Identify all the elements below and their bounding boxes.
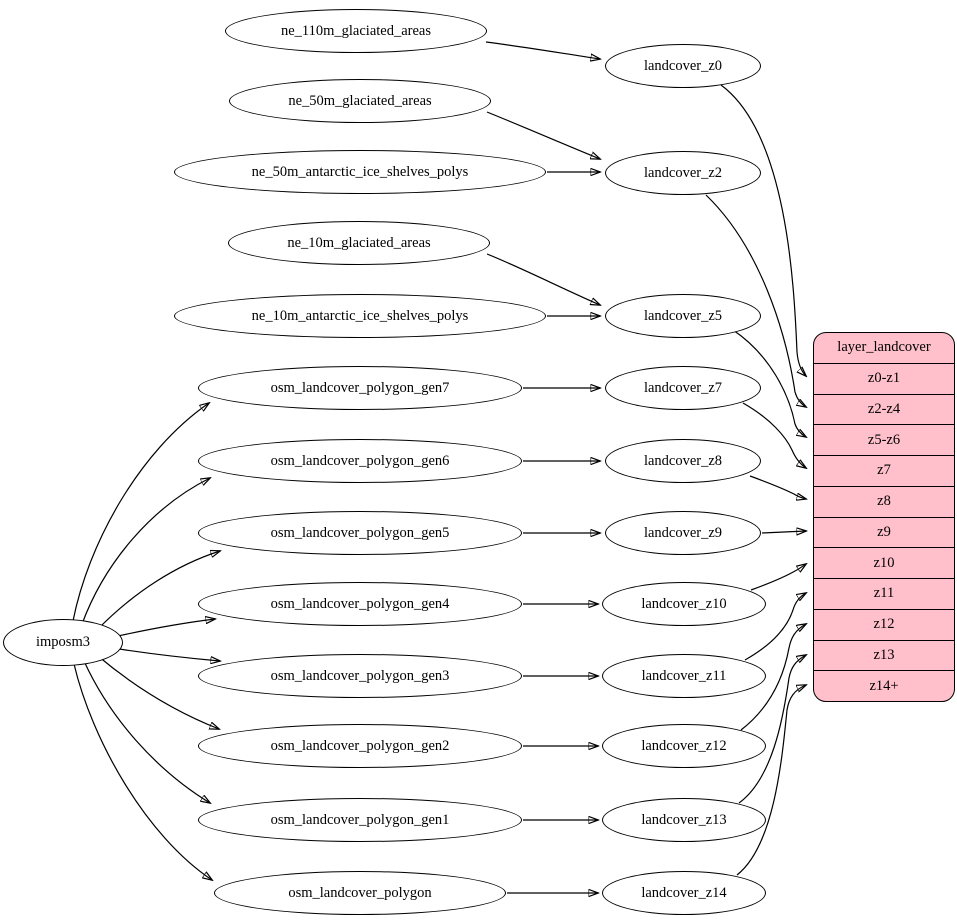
edge-imposm3-osm-landcover-polygon-gen7 [72,403,209,622]
layer-landcover-table: layer_landcover z0-z1 z2-z4 z5-z6 z7 z8 … [813,332,955,702]
edge-landcover-z5-row-z5-z6 [732,329,806,437]
edge-imposm3-osm-landcover-polygon-gen2 [97,655,219,729]
layer-table-row-z9: z9 [814,516,954,548]
node-landcover-z9: landcover_z9 [605,511,761,555]
layer-table-row-z7: z7 [814,455,954,486]
edge-landcover-z0-row-z0-z1 [720,84,806,376]
node-osm-landcover-polygon-gen7: osm_landcover_polygon_gen7 [198,366,522,410]
layer-table-row-z2-z4: z2-z4 [814,393,954,425]
edge-landcover-z9-row-z9 [761,531,806,533]
layer-table-header: layer_landcover [837,339,931,356]
node-landcover-z11: landcover_z11 [602,654,766,698]
node-landcover-z12: landcover_z12 [602,724,766,768]
edge-ne-10m-glaciated-areas-landcover-z5 [486,253,600,305]
edge-imposm3-osm-landcover-polygon-gen3 [118,648,220,661]
edge-imposm3-osm-landcover-polygon [73,663,212,880]
edge-landcover-z7-row-z7 [742,402,806,468]
node-osm-landcover-polygon-gen5: osm_landcover_polygon_gen5 [198,511,522,555]
layer-table-row-z14plus: z14+ [814,670,954,701]
node-osm-landcover-polygon-gen4: osm_landcover_polygon_gen4 [198,582,522,626]
edge-landcover-z8-row-z8 [749,475,806,499]
layer-table-row-z12: z12 [814,608,954,640]
edge-landcover-z14-row-z14plus [736,685,806,876]
node-landcover-z5: landcover_z5 [605,294,761,338]
layer-table-row-z13: z13 [814,639,954,671]
node-ne-110m-glaciated-areas: ne_110m_glaciated_areas [225,9,487,53]
edge-landcover-z12-row-z12 [740,624,806,731]
node-osm-landcover-polygon-gen3: osm_landcover_polygon_gen3 [198,654,522,698]
node-ne-10m-antarctic-ice-shelves-polys: ne_10m_antarctic_ice_shelves_polys [174,294,546,338]
edge-ne-110m-glaciated-areas-landcover-z0 [485,41,600,59]
node-ne-10m-glaciated-areas: ne_10m_glaciated_areas [228,221,490,265]
node-landcover-z10: landcover_z10 [602,582,766,626]
layer-table-row-z8: z8 [814,485,954,517]
edge-imposm3-osm-landcover-polygon-gen6 [81,478,210,625]
layer-table-row-z11: z11 [814,578,954,609]
node-osm-landcover-polygon-gen2: osm_landcover_polygon_gen2 [198,724,522,768]
edge-landcover-z13-row-z13 [738,655,806,804]
edge-imposm3-osm-landcover-polygon-gen5 [96,551,220,631]
edge-landcover-z2-row-z2-z4 [705,194,806,407]
node-landcover-z8: landcover_z8 [605,439,761,483]
node-landcover-z0: landcover_z0 [605,44,761,88]
layer-table-row-z10: z10 [814,547,954,578]
edge-landcover-z10-row-z10 [750,564,806,591]
layer-table-row-z0-z1: z0-z1 [814,362,954,394]
edge-imposm3-osm-landcover-polygon-gen4 [117,619,215,637]
edge-ne-50m-glaciated-areas-landcover-z2 [486,111,600,159]
node-landcover-z13: landcover_z13 [602,798,766,842]
node-ne-50m-glaciated-areas: ne_50m_glaciated_areas [229,79,491,123]
node-osm-landcover-polygon-gen1: osm_landcover_polygon_gen1 [198,798,522,842]
edge-imposm3-osm-landcover-polygon-gen1 [83,660,210,803]
node-landcover-z14: landcover_z14 [602,871,766,915]
layer-table-row-z5-z6: z5-z6 [814,424,954,455]
node-imposm3: imposm3 [3,619,123,666]
node-landcover-z7: landcover_z7 [605,366,761,410]
node-ne-50m-antarctic-ice-shelves-polys: ne_50m_antarctic_ice_shelves_polys [174,150,546,194]
node-osm-landcover-polygon-gen6: osm_landcover_polygon_gen6 [198,439,522,483]
edge-landcover-z11-row-z11 [744,593,806,661]
node-landcover-z2: landcover_z2 [605,151,761,195]
node-osm-landcover-polygon: osm_landcover_polygon [214,871,506,915]
